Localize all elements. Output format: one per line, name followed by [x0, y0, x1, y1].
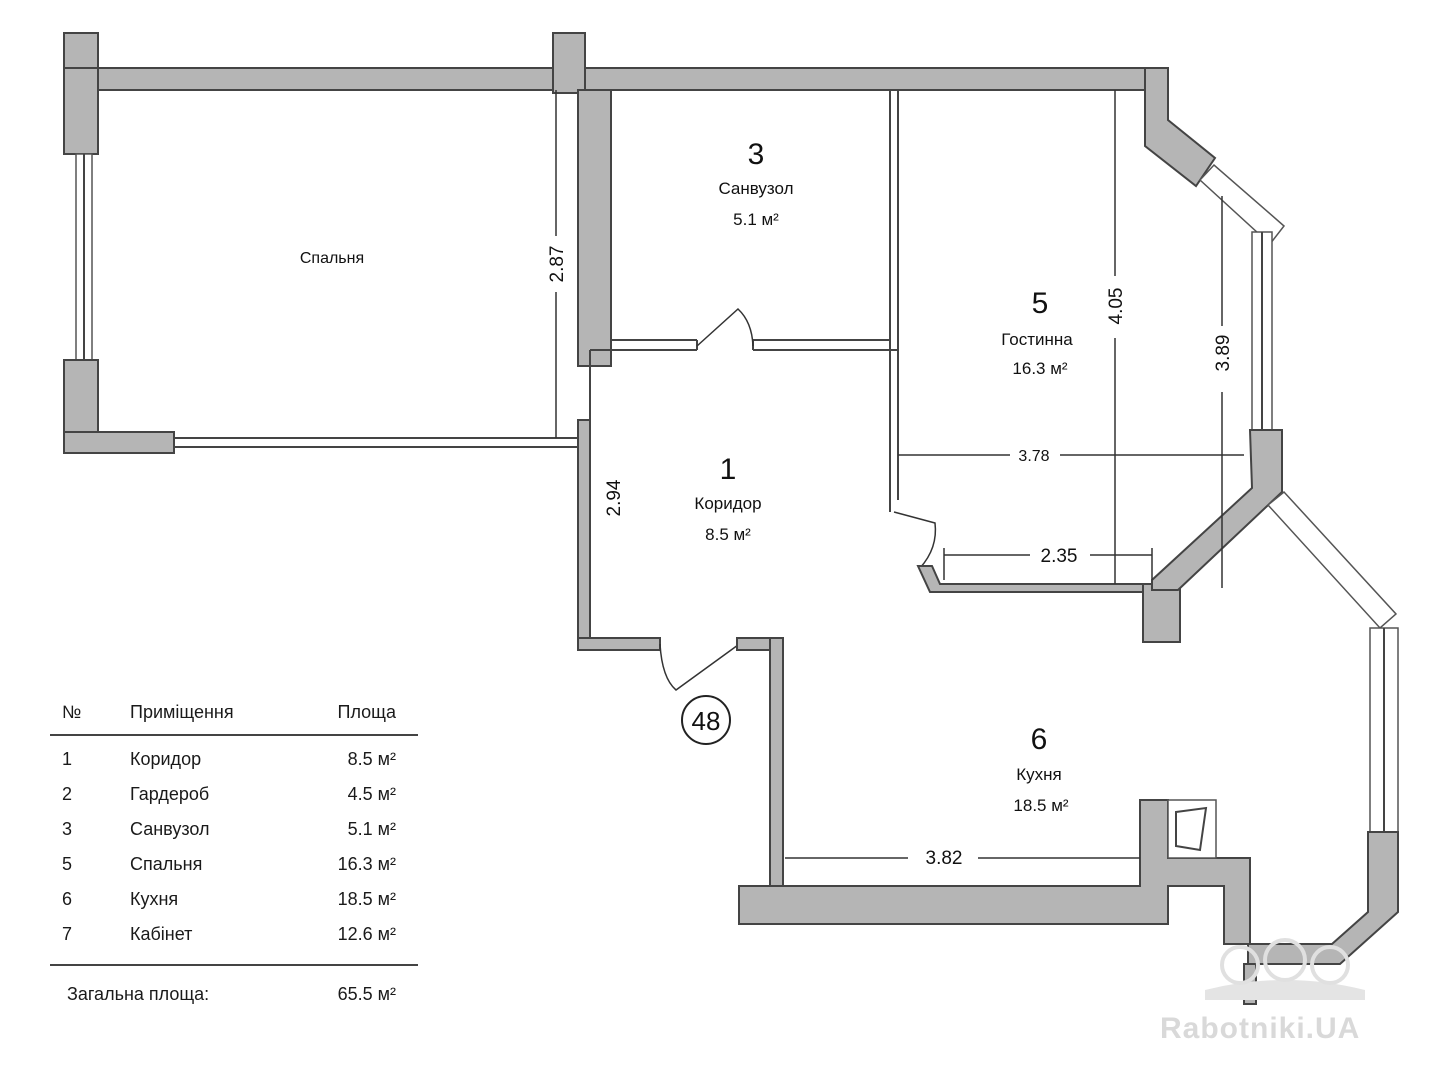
wall-stub-top-mid — [552, 32, 586, 94]
room-bathroom-number: 3 — [748, 138, 765, 171]
apartment-number-circle — [681, 695, 731, 745]
header-room: Приміщення — [130, 701, 234, 722]
room-bathroom-area: 5.1 м² — [733, 210, 779, 229]
row-room: Коридор — [130, 749, 202, 769]
room-bathroom-name: Санвузол — [718, 179, 793, 198]
room-corridor-name: Коридор — [694, 494, 761, 513]
room-living-name: Гостинна — [1001, 330, 1073, 349]
dim-living-window: 3.89 — [1213, 335, 1234, 372]
room-kitchen-area: 18.5 м² — [1013, 796, 1068, 815]
wall-bay-top — [1144, 67, 1217, 188]
door-bathroom — [696, 307, 754, 347]
door-living — [893, 511, 937, 569]
table-row: 3 Санвузол 5.1 м² — [50, 812, 418, 847]
wall-kitchen-bottom — [738, 799, 1251, 945]
row-room: Санвузол — [130, 819, 210, 839]
row-room: Гардероб — [130, 784, 210, 804]
row-no: 6 — [62, 889, 73, 909]
table-total-row: Загальна площа: 65.5 м² — [50, 964, 418, 1022]
wall-top — [63, 67, 1169, 91]
wall-corridor-left — [577, 419, 591, 651]
row-room: Кухня — [130, 889, 179, 909]
wall-living-bottom — [916, 565, 1155, 593]
dim-bedroom-height: 2.87 — [547, 246, 568, 283]
row-room: Кабінет — [130, 924, 193, 944]
table-row: 2 Гардероб 4.5 м² — [50, 777, 418, 812]
room-kitchen-name: Кухня — [1016, 765, 1062, 784]
wall-left-upper — [63, 67, 99, 155]
total-label: Загальна площа: — [67, 983, 210, 1004]
dim-corridor-height: 2.94 — [604, 479, 625, 516]
dim-kitchen-width: 3.82 — [926, 848, 963, 869]
door-entrance — [659, 643, 739, 691]
room-area-table: № Приміщення Площа 1 Коридор 8.5 м² 2 Га… — [50, 690, 418, 1022]
row-area: 12.6 м² — [337, 924, 396, 944]
row-no: 3 — [62, 819, 73, 839]
wall-partition-bedroom — [577, 89, 612, 367]
room-living-area: 16.3 м² — [1012, 359, 1067, 378]
room-bedroom-name: Спальня — [300, 250, 364, 267]
apartment-number: 48 — [692, 706, 721, 736]
total-value: 65.5 м² — [337, 983, 396, 1004]
wall-bay-lower — [1151, 429, 1283, 591]
dim-living-width: 3.78 — [1018, 448, 1049, 465]
room-kitchen-number: 6 — [1031, 723, 1048, 756]
room-corridor-number: 1 — [720, 453, 737, 486]
dim-living-height: 4.05 — [1106, 288, 1127, 325]
wall-living-stub — [1142, 583, 1181, 643]
room-corridor-area: 8.5 м² — [705, 525, 751, 544]
wall-kitchen-left — [769, 637, 784, 889]
row-no: 1 — [62, 749, 73, 769]
table-row: 6 Кухня 18.5 м² — [50, 882, 418, 917]
row-no: 2 — [62, 784, 73, 804]
table-row: 7 Кабінет 12.6 м² — [50, 917, 418, 952]
table-row: 1 Коридор 8.5 м² — [50, 742, 418, 777]
wall-corridor-bottom — [577, 637, 661, 651]
row-area: 18.5 м² — [337, 889, 396, 909]
dim-living-bottom: 2.35 — [1041, 546, 1078, 567]
row-area: 16.3 м² — [337, 854, 396, 874]
wall-bedroom-bottom — [63, 431, 175, 454]
header-area: Площа — [337, 701, 396, 722]
window-bay-diagonal — [1198, 163, 1286, 246]
table-header: № Приміщення Площа — [50, 690, 418, 736]
watermark-text: Rabotniki.UA — [1160, 1012, 1361, 1045]
table-row: 5 Спальня 16.3 м² — [50, 847, 418, 882]
row-area: 5.1 м² — [347, 819, 396, 839]
room-living-number: 5 — [1032, 287, 1049, 320]
row-area: 8.5 м² — [347, 749, 396, 769]
row-room: Спальня — [130, 854, 203, 874]
row-no: 7 — [62, 924, 73, 944]
watermark-logo-icon — [1205, 938, 1365, 1000]
header-no: № — [62, 701, 82, 722]
row-no: 5 — [62, 854, 73, 874]
window-kitchen-diagonal — [1266, 490, 1398, 630]
row-area: 4.5 м² — [347, 784, 396, 804]
